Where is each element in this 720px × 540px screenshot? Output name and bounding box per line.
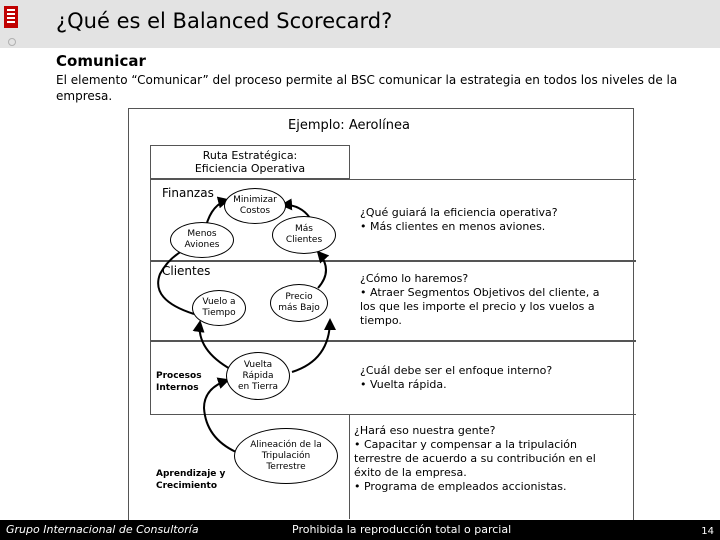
process-question-line: ¿Cuál debe ser el enfoque interno? xyxy=(360,364,553,377)
node-more-clients-line-1: Más xyxy=(295,224,313,234)
example-title: Ejemplo: Aerolínea xyxy=(288,118,410,133)
route-line-2: Eficiencia Operativa xyxy=(194,162,306,175)
node-lower-price-line-1: Precio xyxy=(285,292,313,302)
finance-block xyxy=(150,179,636,261)
slide-title: ¿Qué es el Balanced Scorecard? xyxy=(56,9,393,33)
node-on-time-flight-line-2: Tiempo xyxy=(202,308,236,318)
arrow-crew-to-turn xyxy=(202,377,237,453)
arrow-turn-to-price xyxy=(291,318,336,373)
finance-question-line: ¿Qué guiará la eficiencia operativa? xyxy=(360,206,558,219)
process-block xyxy=(150,341,636,415)
clients-question-line: ¿Cómo lo haremos? xyxy=(360,272,469,285)
strategic-route-box: Ruta Estratégica: Eficiencia Operativa xyxy=(150,145,350,179)
node-ground-crew-alignment-line-1: Alineación de la xyxy=(250,439,322,450)
node-ground-crew-alignment-line-2: Tripulación xyxy=(261,450,311,461)
page-number: 14 xyxy=(701,526,714,537)
node-fast-ground-turn-line-2: Rápida xyxy=(242,370,274,381)
small-emblem-icon xyxy=(8,38,16,46)
learning-block xyxy=(150,415,350,519)
node-more-clients-line-2: Clientes xyxy=(285,235,323,245)
arrow-price-to-clients xyxy=(316,250,330,289)
learning-answer-line-3: éxito de la empresa. xyxy=(354,466,467,479)
finance-question: ¿Qué guiará la eficiencia operativa? • M… xyxy=(360,206,622,234)
process-label-line-2: Internos xyxy=(156,383,199,393)
title-bar xyxy=(0,0,720,48)
clients-answer-line-1: • Atraer Segmentos Objetivos del cliente… xyxy=(360,286,600,299)
process-answer-line: • Vuelta rápida. xyxy=(360,378,447,391)
learning-label-line-2: Crecimiento xyxy=(156,481,218,491)
learning-label-line-1: Aprendizaje y xyxy=(156,469,226,479)
process-question: ¿Cuál debe ser el enfoque interno? • Vue… xyxy=(360,364,622,392)
learning-answer-line-2: terrestre de acuerdo a su contribución e… xyxy=(354,452,596,465)
node-fewer-planes-line-1: Menos xyxy=(187,229,217,239)
section-heading: Comunicar xyxy=(56,52,146,70)
finance-label: Finanzas xyxy=(162,186,214,200)
intro-paragraph: El elemento “Comunicar” del proceso perm… xyxy=(56,73,678,103)
node-minimize-costs-line-1: Minimizar xyxy=(233,195,277,205)
learning-label: Aprendizaje y Crecimiento xyxy=(156,468,225,492)
footer-notice: Prohibida la reproducción total o parcia… xyxy=(292,523,512,536)
node-minimize-costs-line-2: Costos xyxy=(239,206,271,216)
clients-label: Clientes xyxy=(162,264,211,278)
footer-company: Grupo Internacional de Consultoría xyxy=(6,523,199,536)
company-logo-icon xyxy=(4,6,18,28)
learning-question-line: ¿Hará eso nuestra gente? xyxy=(354,424,496,437)
node-lower-price-line-2: más Bajo xyxy=(278,303,320,313)
clients-answer-line-2: los que les importe el precio y los vuel… xyxy=(360,300,595,313)
footer-bar: Grupo Internacional de Consultoría Prohi… xyxy=(0,520,720,540)
learning-answer-line-1: • Capacitar y compensar a la tripulación xyxy=(354,438,577,451)
process-label: Procesos Internos xyxy=(156,370,202,394)
process-label-line-1: Procesos xyxy=(156,371,202,381)
clients-answer-line-3: tiempo. xyxy=(360,314,402,327)
arrow-turn-to-ontime xyxy=(192,320,233,371)
clients-block xyxy=(150,261,636,341)
node-fast-ground-turn-line-1: Vuelta xyxy=(243,359,273,370)
node-fast-ground-turn-line-3: en Tierra xyxy=(237,381,279,392)
learning-answer-line-4: • Programa de empleados accionistas. xyxy=(354,480,567,493)
node-fewer-planes-line-2: Aviones xyxy=(184,240,220,250)
learning-question: ¿Hará eso nuestra gente? • Capacitar y c… xyxy=(354,424,616,494)
node-ground-crew-alignment-line-3: Terrestre xyxy=(266,461,306,472)
node-on-time-flight-line-1: Vuelo a xyxy=(202,297,236,307)
clients-question: ¿Cómo lo haremos? • Atraer Segmentos Obj… xyxy=(360,272,622,328)
route-line-1: Ruta Estratégica: xyxy=(202,149,298,162)
finance-answer-line: • Más clientes en menos aviones. xyxy=(360,220,546,233)
